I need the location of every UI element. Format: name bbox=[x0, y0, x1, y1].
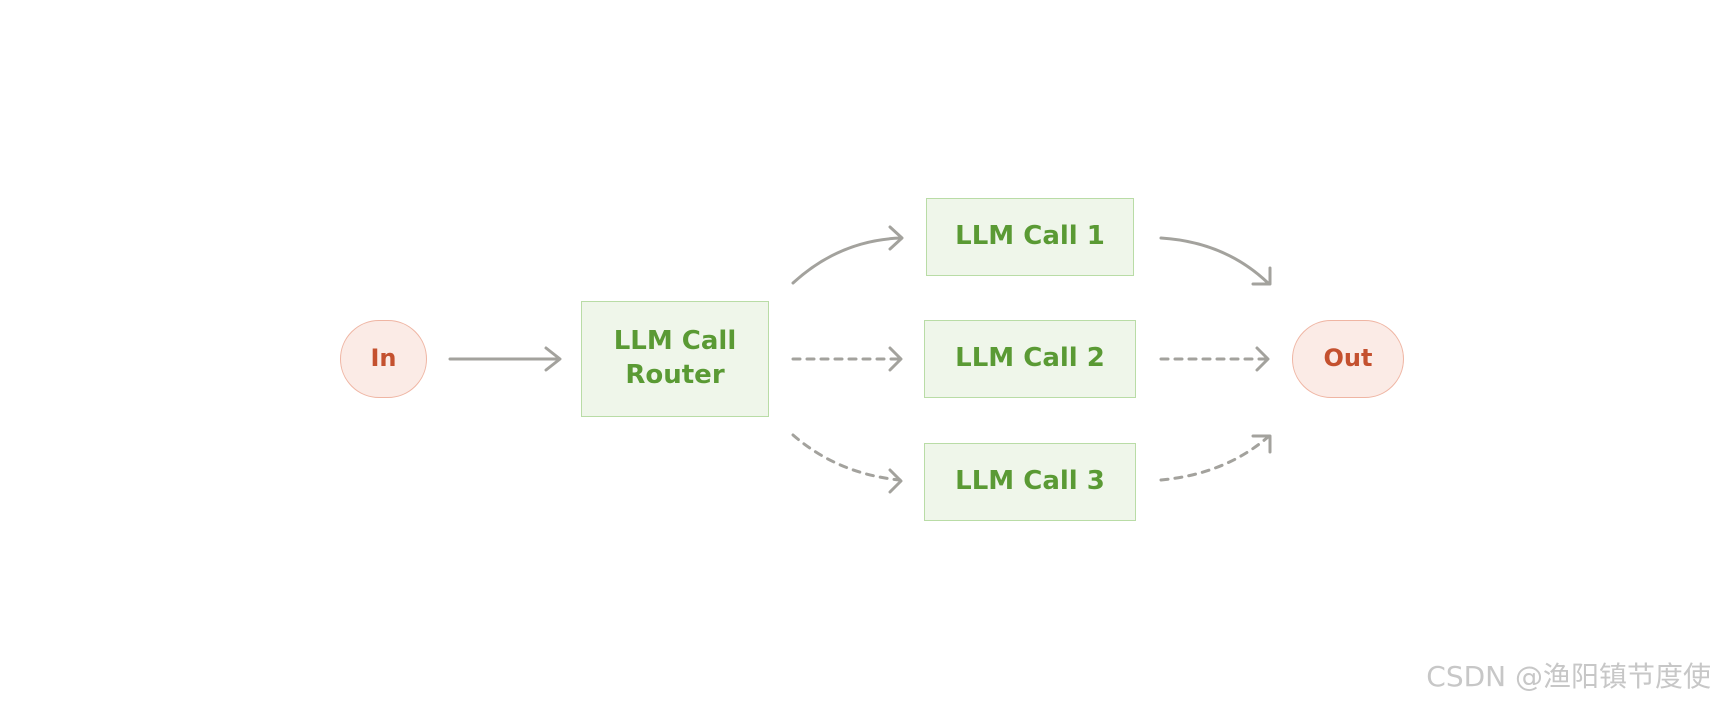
node-in-label: In bbox=[370, 344, 397, 373]
node-llm-call-3-label: LLM Call 3 bbox=[955, 466, 1105, 497]
node-in: In bbox=[340, 320, 427, 398]
node-router: LLM Call Router bbox=[581, 301, 769, 417]
node-llm-call-1: LLM Call 1 bbox=[926, 198, 1134, 276]
edge-router-to-call1 bbox=[791, 225, 904, 285]
watermark-text: CSDN @渔阳镇节度使 bbox=[1426, 660, 1711, 693]
edge-call1-to-out bbox=[1159, 236, 1272, 286]
edge-call3-to-out bbox=[1159, 434, 1272, 482]
node-router-label-line1: LLM Call bbox=[613, 326, 737, 357]
node-llm-call-2: LLM Call 2 bbox=[924, 320, 1136, 398]
edge-in-to-router bbox=[448, 346, 562, 372]
node-llm-call-1-label: LLM Call 1 bbox=[955, 221, 1105, 252]
edge-router-to-call3 bbox=[791, 433, 903, 494]
edge-router-to-call2 bbox=[791, 346, 903, 372]
edge-call2-to-out bbox=[1159, 346, 1270, 372]
node-out: Out bbox=[1292, 320, 1404, 398]
node-llm-call-3: LLM Call 3 bbox=[924, 443, 1136, 521]
node-router-label-line2: Router bbox=[625, 360, 725, 390]
node-llm-call-2-label: LLM Call 2 bbox=[955, 343, 1105, 374]
node-out-label: Out bbox=[1323, 344, 1373, 373]
